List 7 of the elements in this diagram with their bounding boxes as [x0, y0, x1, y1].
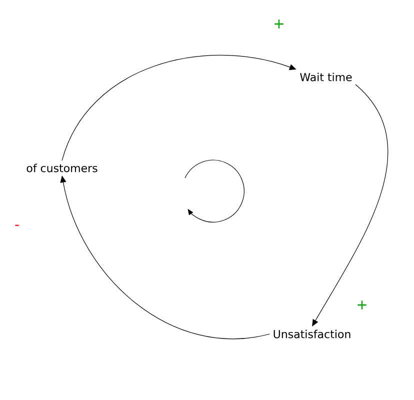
- polarity-sign: -: [15, 224, 19, 226]
- arrow: [62, 54, 296, 161]
- polarity-sign: +: [274, 20, 284, 28]
- variable-label: Wait time: [300, 72, 352, 82]
- polarity-sign: +: [358, 300, 366, 310]
- variable-label: Unsatisfaction: [274, 330, 350, 338]
- variable-label: of customers: [26, 164, 98, 172]
